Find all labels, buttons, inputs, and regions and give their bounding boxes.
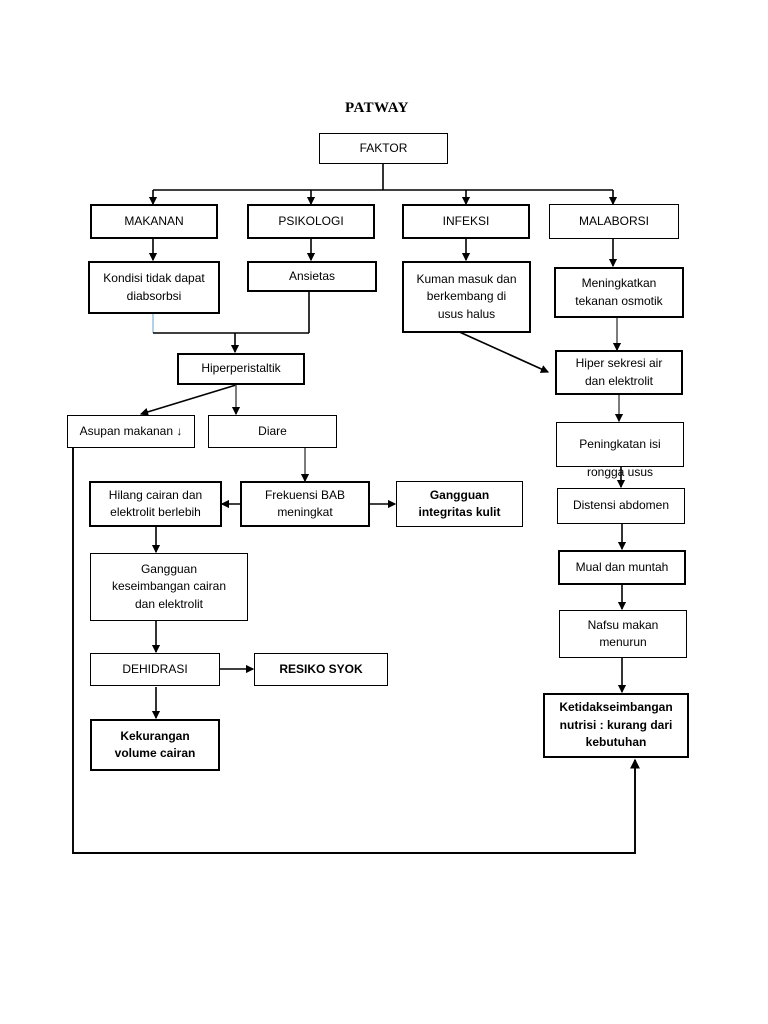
node-infeksi[interactable]: INFEKSI xyxy=(402,204,530,239)
node-ansietas[interactable]: Ansietas xyxy=(247,261,377,292)
node-meningkatkan-tekanan-osmotik[interactable]: Meningkatkan tekanan osmotik xyxy=(554,267,684,318)
node-kekurangan-volume-cairan[interactable]: Kekurangan volume cairan xyxy=(90,719,220,771)
node-psikologi[interactable]: PSIKOLOGI xyxy=(247,204,375,239)
node-malaborsi[interactable]: MALABORSI xyxy=(549,204,679,239)
node-hiperperistaltik[interactable]: Hiperperistaltik xyxy=(177,353,305,385)
node-hiper-sekresi[interactable]: Hiper sekresi air dan elektrolit xyxy=(555,350,683,395)
node-resiko-syok[interactable]: RESIKO SYOK xyxy=(254,653,388,686)
page-title: PATWAY xyxy=(345,100,409,116)
node-gangguan-integritas-kulit[interactable]: Gangguan integritas kulit xyxy=(396,481,523,527)
node-peningkatan-isi-rongga-usus[interactable]: Peningkatan isi rongga usus xyxy=(556,422,684,479)
node-asupan-makanan[interactable]: Asupan makanan ↓ xyxy=(67,415,195,448)
edge-hiperperistaltik-asupan xyxy=(139,384,237,416)
node-kondisi-tidak-dapat-diabsorbsi[interactable]: Kondisi tidak dapat diabsorbsi xyxy=(88,261,220,314)
node-faktor[interactable]: FAKTOR xyxy=(319,133,448,164)
node-diare[interactable]: Diare xyxy=(208,415,337,448)
node-gangguan-keseimbangan[interactable]: Gangguan keseimbangan cairan dan elektro… xyxy=(90,553,248,621)
node-distensi-abdomen[interactable]: Distensi abdomen xyxy=(557,488,685,524)
node-hilang-cairan[interactable]: Hilang cairan dan elektrolit berlebih xyxy=(89,481,222,527)
node-ketidakseimbangan-nutrisi[interactable]: Ketidakseimbangan nutrisi : kurang dari … xyxy=(543,693,689,758)
edge-asupan-ketidakseimbangan-feedback xyxy=(72,448,640,854)
edge-kuman-hipersekresi xyxy=(454,329,550,373)
node-makanan[interactable]: MAKANAN xyxy=(90,204,218,239)
node-nafsu-makan-menurun[interactable]: Nafsu makan menurun xyxy=(559,610,687,658)
node-dehidrasi[interactable]: DEHIDRASI xyxy=(90,653,220,686)
node-frekuensi-bab[interactable]: Frekuensi BAB meningkat xyxy=(240,481,370,527)
node-kuman-masuk[interactable]: Kuman masuk dan berkembang di usus halus xyxy=(402,261,531,333)
node-mual-dan-muntah[interactable]: Mual dan muntah xyxy=(558,550,686,585)
